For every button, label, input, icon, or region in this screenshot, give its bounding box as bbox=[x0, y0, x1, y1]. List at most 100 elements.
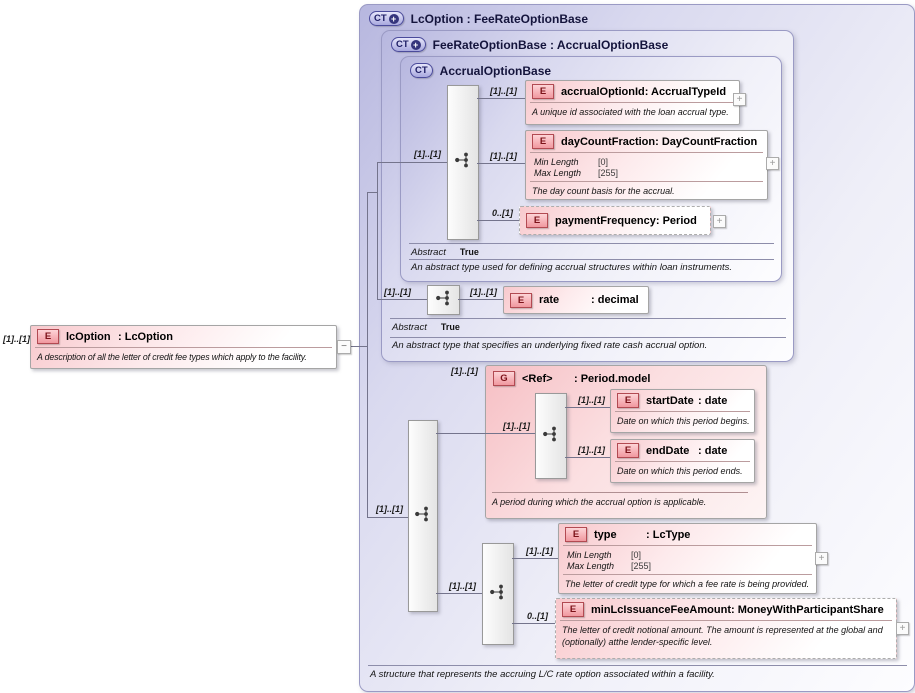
derived-plus-icon: + bbox=[410, 39, 421, 50]
element-accrualoptionid[interactable]: E accrualOptionId : AccrualTypeId A uniq… bbox=[525, 80, 740, 125]
divider bbox=[390, 318, 786, 319]
cardinality-label: [1]..[1] bbox=[470, 287, 497, 297]
cardinality-label: [1]..[1] bbox=[503, 421, 530, 431]
element-description: A unique id associated with the loan acc… bbox=[532, 107, 729, 117]
element-minlcissuancefeeamount[interactable]: E minLcIssuanceFeeAmount : MoneyWithPart… bbox=[555, 598, 897, 659]
group-header: G <Ref> : Period.model bbox=[486, 366, 766, 386]
cardinality-label: [1]..[1] bbox=[490, 86, 517, 96]
divider bbox=[530, 152, 763, 153]
connector-line bbox=[377, 162, 378, 300]
element-description: The letter of credit type for which a fe… bbox=[565, 579, 810, 589]
group-badge: G bbox=[493, 371, 515, 386]
period-model-description: A period during which the accrual option… bbox=[492, 497, 707, 507]
element-description: Date on which this period begins. bbox=[617, 416, 750, 426]
element-badge: E bbox=[532, 84, 554, 99]
divider bbox=[409, 243, 774, 244]
lcoption-description: A structure that represents the accruing… bbox=[370, 669, 715, 680]
sequence-icon bbox=[489, 583, 507, 606]
element-badge: E bbox=[617, 393, 639, 408]
collapse-button[interactable]: − bbox=[337, 340, 351, 354]
complex-type-badge: CT bbox=[410, 63, 433, 78]
sequence-icon bbox=[414, 505, 432, 528]
element-startdate[interactable]: E startDate : date Date on which this pe… bbox=[610, 389, 755, 433]
expand-button[interactable]: + bbox=[766, 157, 779, 170]
divider bbox=[368, 665, 907, 666]
connector-line bbox=[367, 192, 368, 518]
connector-line bbox=[565, 407, 610, 408]
feerateoptionbase-header: CT+ FeeRateOptionBase : AccrualOptionBas… bbox=[382, 31, 793, 52]
abstract-row: Abstract True bbox=[392, 322, 460, 333]
element-badge: E bbox=[532, 134, 554, 149]
expand-button[interactable]: + bbox=[713, 215, 726, 228]
expand-button[interactable]: + bbox=[815, 552, 828, 565]
cardinality-label: [1]..[1] bbox=[384, 287, 411, 297]
element-paymentfrequency[interactable]: E paymentFrequency : Period bbox=[519, 206, 711, 235]
cardinality-label: [1]..[1] bbox=[449, 581, 476, 591]
element-description: The day count basis for the accrual. bbox=[532, 186, 675, 196]
expand-button[interactable]: + bbox=[733, 93, 746, 106]
connector-line bbox=[512, 623, 555, 624]
accrualoptionbase-title: AccrualOptionBase bbox=[439, 63, 552, 78]
cardinality-label: [1]..[1] bbox=[578, 445, 605, 455]
element-description: The letter of credit notional amount. Th… bbox=[562, 625, 883, 647]
cardinality-label: [1]..[1] bbox=[490, 151, 517, 161]
connector-line bbox=[512, 558, 558, 559]
abstract-row: Abstract True bbox=[411, 247, 479, 258]
element-badge: E bbox=[526, 213, 548, 228]
cardinality-label: [1]..[1] bbox=[414, 149, 441, 159]
connector-line bbox=[367, 192, 378, 193]
sequence-indicator-accrual bbox=[447, 85, 479, 240]
connector-line bbox=[477, 98, 525, 99]
divider bbox=[35, 347, 332, 348]
expand-button[interactable]: + bbox=[896, 622, 909, 635]
connector-line bbox=[377, 299, 427, 300]
complex-type-badge: CT+ bbox=[391, 37, 426, 52]
facet-list: Min Length[0] Max Length[255] bbox=[563, 546, 812, 575]
element-badge: E bbox=[565, 527, 587, 542]
sequence-icon bbox=[542, 425, 560, 448]
cardinality-label: [1]..[1] bbox=[526, 546, 553, 556]
lcoption-header: CT+ LcOption : FeeRateOptionBase bbox=[360, 5, 914, 26]
element-rate[interactable]: E rate : decimal bbox=[503, 286, 649, 314]
connector-line bbox=[565, 457, 610, 458]
element-enddate[interactable]: E endDate : date Date on which this peri… bbox=[610, 439, 755, 483]
cardinality-label: [1]..[1] bbox=[376, 504, 403, 514]
divider bbox=[492, 492, 748, 493]
sequence-indicator-lcoption bbox=[408, 420, 438, 612]
lcoption-title: LcOption : FeeRateOptionBase bbox=[410, 11, 589, 26]
connector-line bbox=[349, 346, 367, 347]
connector-line bbox=[367, 517, 408, 518]
element-badge: E bbox=[510, 292, 532, 308]
derived-plus-icon: + bbox=[388, 13, 399, 24]
divider bbox=[560, 620, 892, 621]
cardinality-label: [1]..[1] bbox=[451, 366, 478, 376]
cardinality-label: [1]..[1] bbox=[578, 395, 605, 405]
element-daycountfraction[interactable]: E dayCountFraction : DayCountFraction Mi… bbox=[525, 130, 768, 200]
element-description: A description of all the letter of credi… bbox=[37, 352, 307, 362]
element-badge: E bbox=[562, 602, 584, 617]
connector-line bbox=[436, 593, 482, 594]
connector-line bbox=[377, 162, 447, 163]
connector-line bbox=[477, 163, 525, 164]
accrualoptionbase-header: CT AccrualOptionBase bbox=[401, 57, 781, 78]
divider bbox=[563, 545, 812, 546]
divider bbox=[409, 259, 774, 260]
connector-line bbox=[458, 299, 503, 300]
sequence-indicator-feerate bbox=[427, 285, 460, 315]
connector-line bbox=[477, 220, 519, 221]
feerateoptionbase-title: FeeRateOptionBase : AccrualOptionBase bbox=[432, 37, 669, 52]
element-lcoption[interactable]: E lcOption : LcOption A description of a… bbox=[30, 325, 337, 369]
facet-list: Min Length[0] Max Length[255] bbox=[530, 153, 763, 182]
complex-type-badge: CT+ bbox=[369, 11, 404, 26]
cardinality-label: 0..[1] bbox=[492, 208, 514, 218]
divider bbox=[390, 337, 786, 338]
connector-line bbox=[436, 433, 535, 434]
sequence-indicator-period bbox=[535, 393, 567, 479]
feerateoptionbase-description: An abstract type that specifies an under… bbox=[392, 340, 708, 351]
divider bbox=[615, 461, 750, 462]
element-badge: E bbox=[617, 443, 639, 458]
divider bbox=[615, 411, 750, 412]
accrualoptionbase-description: An abstract type used for defining accru… bbox=[411, 262, 733, 273]
element-type[interactable]: E type : LcType Min Length[0] Max Length… bbox=[558, 523, 817, 594]
